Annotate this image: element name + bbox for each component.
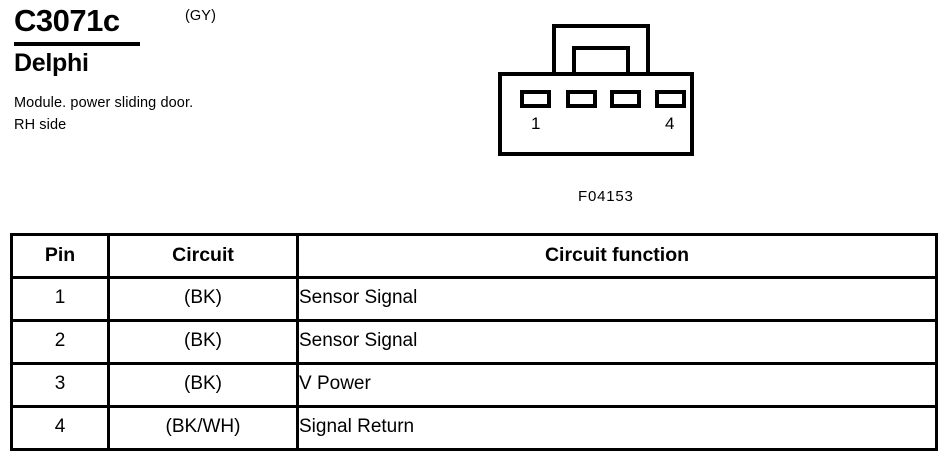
pin-cavity-1 bbox=[520, 90, 551, 108]
cell-circuit: (BK/WH) bbox=[107, 405, 299, 451]
pinout-table: Pin Circuit Circuit function 1 (BK) Sens… bbox=[10, 233, 938, 451]
locking-tab-outer bbox=[552, 24, 650, 74]
connector-id: C3071c bbox=[14, 3, 120, 38]
column-header-pin: Pin bbox=[10, 233, 110, 279]
cell-pin: 4 bbox=[10, 405, 110, 451]
column-header-circuit-function: Circuit function bbox=[296, 233, 938, 279]
cell-circuit: (BK) bbox=[107, 276, 299, 322]
connector-title-block: C3071c Delphi Module. power sliding door… bbox=[14, 2, 254, 136]
title-divider-rule bbox=[14, 42, 140, 46]
cell-function: Sensor Signal bbox=[296, 276, 938, 322]
cell-circuit: (BK) bbox=[107, 319, 299, 365]
pin-number-label-1: 1 bbox=[531, 114, 541, 133]
column-header-circuit: Circuit bbox=[107, 233, 299, 279]
pin-cavity-3 bbox=[610, 90, 641, 108]
table-row: 1 (BK) Sensor Signal bbox=[10, 276, 938, 322]
table-row: 2 (BK) Sensor Signal bbox=[10, 319, 938, 365]
cell-pin: 3 bbox=[10, 362, 110, 408]
table-row: 3 (BK) V Power bbox=[10, 362, 938, 408]
connector-face-diagram: 1 4 bbox=[498, 24, 698, 159]
table-row: 4 (BK/WH) Signal Return bbox=[10, 405, 938, 451]
cell-circuit: (BK) bbox=[107, 362, 299, 408]
figure-caption: F04153 bbox=[578, 188, 634, 205]
table-header-row: Pin Circuit Circuit function bbox=[10, 233, 938, 279]
connector-color-code: (GY) bbox=[185, 8, 217, 24]
cell-function: Sensor Signal bbox=[296, 319, 938, 365]
cell-function: Signal Return bbox=[296, 405, 938, 451]
cell-pin: 1 bbox=[10, 276, 110, 322]
connector-description: Module. power sliding door. RH side bbox=[14, 95, 194, 133]
pinout-table-body: 1 (BK) Sensor Signal 2 (BK) Sensor Signa… bbox=[10, 276, 938, 451]
cell-pin: 2 bbox=[10, 319, 110, 365]
locking-tab-inner-window bbox=[572, 46, 630, 74]
connector-body-outline bbox=[498, 72, 694, 156]
pin-number-label-4: 4 bbox=[665, 114, 675, 133]
cell-function: V Power bbox=[296, 362, 938, 408]
pin-cavity-2 bbox=[566, 90, 597, 108]
pin-cavity-4 bbox=[655, 90, 686, 108]
connector-manufacturer: Delphi bbox=[14, 49, 89, 77]
